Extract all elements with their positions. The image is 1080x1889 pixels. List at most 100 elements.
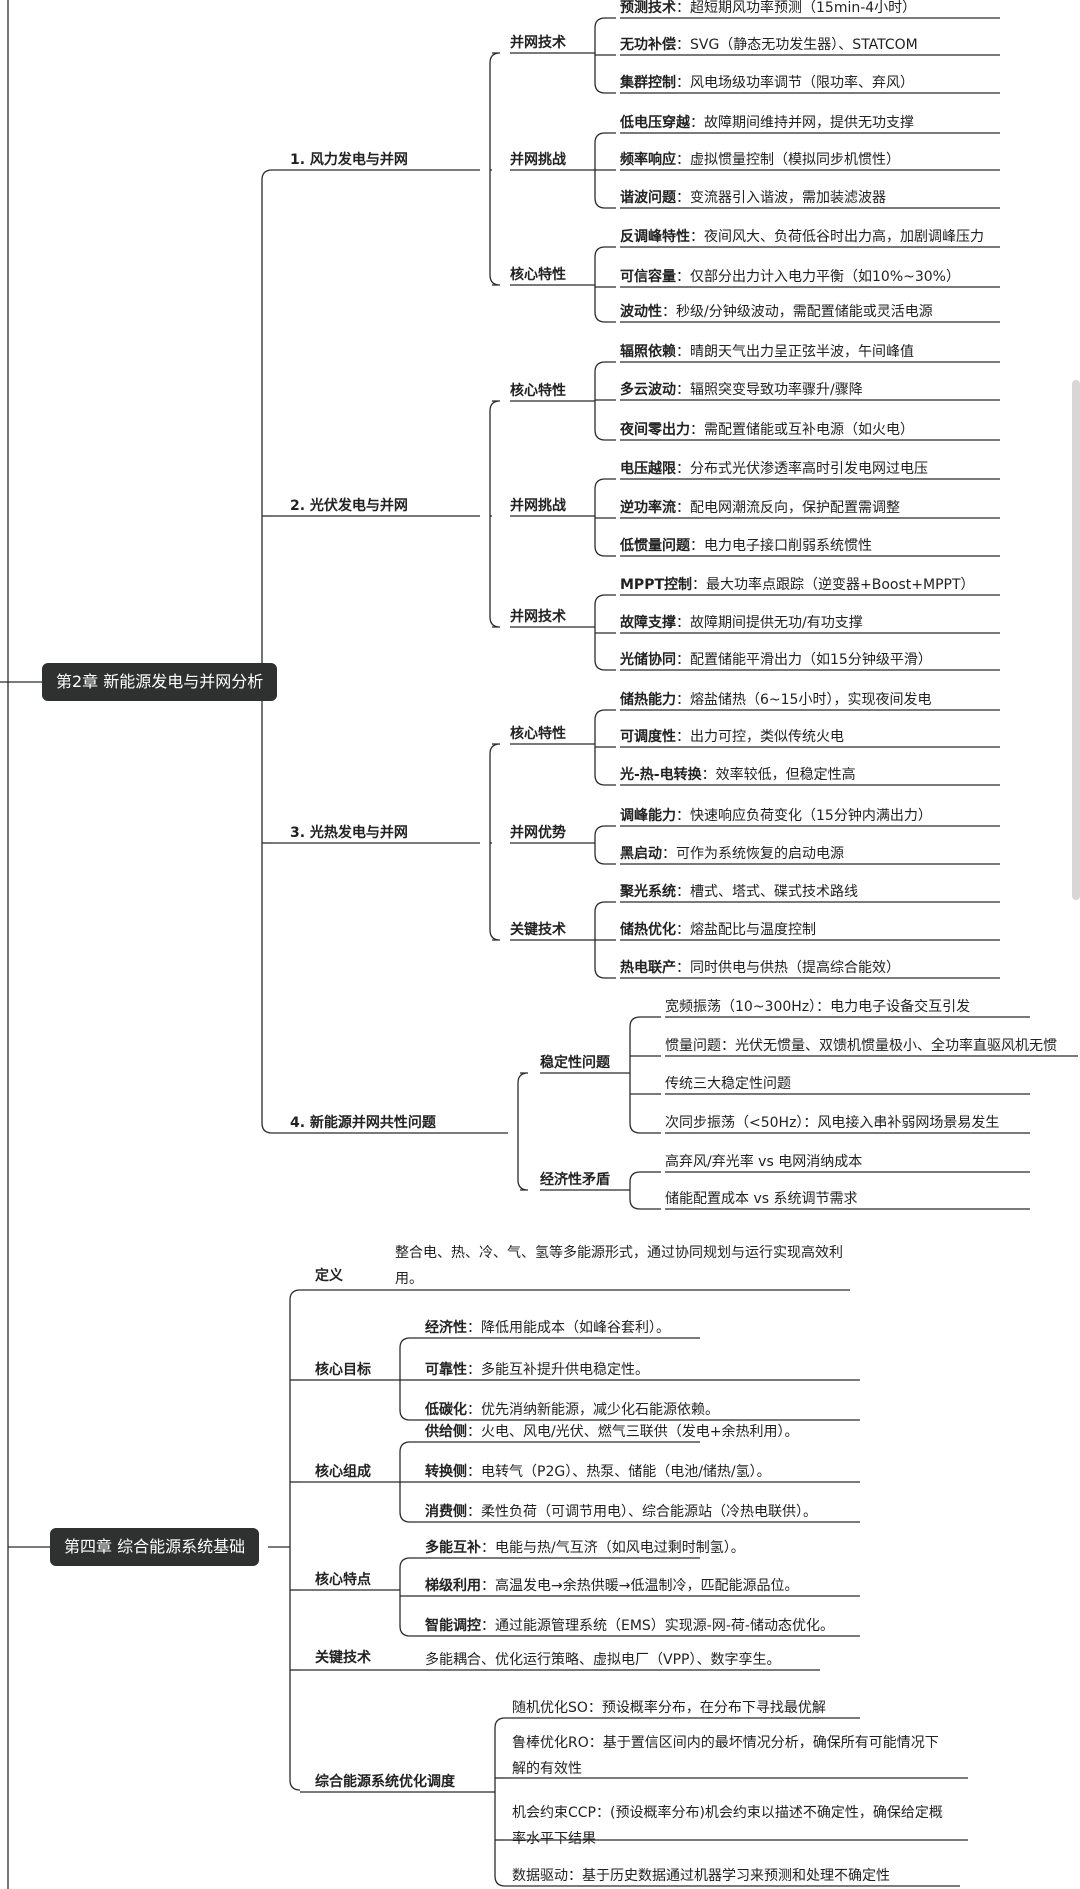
connector [517, 1179, 529, 1191]
leaf-key: 谐波问题 [620, 190, 676, 206]
section-title[interactable]: 4. 新能源并网共性问题 [290, 1113, 436, 1133]
leaf-text: ：分布式光伏渗透率高时引发电网过电压 [676, 461, 928, 477]
group-title-text: 经济性矛盾 [540, 1172, 610, 1188]
leaf-key: 储热能力 [620, 692, 676, 708]
group-title[interactable]: 并网技术 [510, 33, 566, 53]
leaf-item: 夜间零出力：需配置储能或互补电源（如火电） [620, 420, 914, 440]
leaf-item: 无功补偿：SVG（静态无功发生器）、STATCOM [620, 35, 918, 55]
connector [289, 1779, 301, 1791]
leaf-item: 梯级利用：高温发电→余热供暖→低温制冷，匹配能源品位。 [425, 1576, 798, 1596]
connector [594, 246, 616, 258]
group-title[interactable]: 并网优势 [510, 823, 566, 843]
leaf-key: 反调峰特性 [620, 229, 690, 245]
leaf-key: 梯级利用 [425, 1578, 481, 1594]
connector [594, 709, 616, 721]
group-title[interactable]: 核心特性 [510, 265, 566, 285]
leaf-text: ：熔盐储热（6~15小时），实现夜间发电 [676, 692, 932, 708]
optimization-item: 机会约束CCP：(预设概率分布)机会约束以描述不确定性，确保给定概率水平下结果 [512, 1800, 952, 1852]
leaf-text: ：多能互补提升供电稳定性。 [467, 1362, 649, 1378]
leaf-text: 高弃风/弃光率 vs 电网消纳成本 [665, 1154, 863, 1170]
leaf-item: 辐照依赖：晴朗天气出力呈正弦半波，午间峰值 [620, 342, 914, 362]
leaf-item: 谐波问题：变流器引入谐波，需加装滤波器 [620, 188, 886, 208]
connector [594, 311, 616, 323]
leaf-key: 故障支撑 [620, 615, 676, 631]
connector [517, 1072, 529, 1084]
connector [594, 594, 616, 606]
connector [399, 1337, 418, 1349]
section-title[interactable]: 3. 光热发电与并网 [290, 823, 408, 843]
leaf-key: 黑启动 [620, 846, 662, 862]
group-title[interactable]: 关键技术 [510, 920, 566, 940]
connector [261, 169, 273, 181]
group-title-text: 并网挑战 [510, 498, 566, 514]
leaf-text: ：高温发电→余热供暖→低温制冷，匹配能源品位。 [481, 1578, 799, 1594]
section-title[interactable]: 1. 风力发电与并网 [290, 150, 408, 170]
leaf-text: ：可作为系统恢复的启动电源 [662, 846, 844, 862]
leaf-item: 消费侧：柔性负荷（可调节用电）、综合能源站（冷热电联供）。 [425, 1502, 817, 1522]
leaf-text: 传统三大稳定性问题 [665, 1076, 791, 1092]
group-title[interactable]: 稳定性问题 [540, 1053, 610, 1073]
chapter-2-root[interactable]: 第2章 新能源发电与并网分析 [42, 663, 278, 701]
leaf-key: 逆功率流 [620, 500, 676, 516]
group-title[interactable]: 并网挑战 [510, 150, 566, 170]
leaf-key: 经济性 [425, 1320, 467, 1336]
optimization-title-text: 综合能源系统优化调度 [315, 1774, 455, 1790]
leaf-text: ：槽式、塔式、碟式技术路线 [676, 884, 858, 900]
leaf-text: ：最大功率点跟踪（逆变器+Boost+MPPT） [692, 577, 975, 593]
components-title[interactable]: 核心组成 [315, 1462, 371, 1482]
leaf-item: 可靠性：多能互补提升供电稳定性。 [425, 1360, 649, 1380]
group-title-text: 并网技术 [510, 35, 566, 51]
group-title[interactable]: 并网挑战 [510, 496, 566, 516]
connector [594, 17, 616, 29]
leaf-item: 储能配置成本 vs 系统调节需求 [665, 1189, 857, 1209]
leaf-item: MPPT控制：最大功率点跟踪（逆变器+Boost+MPPT） [620, 575, 975, 595]
leaf-key: 波动性 [620, 304, 662, 320]
connector [489, 616, 501, 628]
connector [594, 825, 616, 837]
group-title[interactable]: 核心特性 [510, 724, 566, 744]
group-title[interactable]: 并网技术 [510, 607, 566, 627]
optimization-item-text: 机会约束CCP：(预设概率分布)机会约束以描述不确定性，确保给定概率水平下结果 [512, 1805, 943, 1847]
leaf-key: 聚光系统 [620, 884, 676, 900]
leaf-item: 供给侧：火电、风电/光伏、燃气三联供（发电+余热利用）。 [425, 1422, 798, 1442]
vertical-scrollbar[interactable] [1072, 380, 1080, 900]
optimization-item: 鲁棒优化RO：基于置信区间内的最坏情况分析，确保所有可能情况下解的有效性 [512, 1730, 952, 1782]
connector [399, 1557, 418, 1569]
connector [489, 929, 501, 941]
connector [399, 1409, 418, 1421]
connector [594, 853, 616, 865]
optimization-item: 随机优化SO：预设概率分布，在分布下寻找最优解 [512, 1698, 826, 1718]
leaf-item: 热电联产：同时供电与供热（提高综合能效） [620, 958, 900, 978]
group-title[interactable]: 核心特性 [510, 381, 566, 401]
leaf-item: 传统三大稳定性问题 [665, 1074, 791, 1094]
leaf-item: 频率响应：虚拟惯量控制（模拟同步机惯性） [620, 150, 900, 170]
section-title[interactable]: 2. 光伏发电与并网 [290, 496, 408, 516]
goals-title[interactable]: 核心目标 [315, 1360, 371, 1380]
leaf-key: 光储协同 [620, 652, 676, 668]
leaf-text: ：效率较低，但稳定性高 [701, 767, 856, 783]
leaf-text: ：故障期间提供无功/有功支撑 [676, 615, 863, 631]
optimization-item-text: 鲁棒优化RO：基于置信区间内的最坏情况分析，确保所有可能情况下解的有效性 [512, 1735, 939, 1777]
leaf-text: ：电转气（P2G）、热泵、储能（电池/储热/氢）。 [467, 1464, 771, 1480]
leaf-text: ：辐照突变导致功率骤升/骤降 [676, 382, 863, 398]
leaf-key: 智能调控 [425, 1618, 481, 1634]
features-title[interactable]: 核心特点 [315, 1570, 371, 1590]
optimization-item-text: 数据驱动：基于历史数据通过机器学习来预测和处理不确定性 [512, 1868, 890, 1884]
connector [494, 1717, 506, 1729]
leaf-item: 可信容量：仅部分出力计入电力平衡（如10%~30%） [620, 267, 960, 287]
definition-title[interactable]: 定义 [315, 1266, 343, 1286]
connector [594, 545, 616, 557]
group-title[interactable]: 经济性矛盾 [540, 1170, 610, 1190]
leaf-text: ：虚拟惯量控制（模拟同步机惯性） [676, 152, 900, 168]
optimization-title[interactable]: 综合能源系统优化调度 [315, 1772, 455, 1792]
leaf-item: 经济性：降低用能成本（如峰谷套利）。 [425, 1318, 670, 1338]
leaf-item: 惯量问题：光伏无惯量、双馈机惯量极小、全功率直驱风机无惯 [665, 1036, 1057, 1056]
leaf-text: ：变流器引入谐波，需加装滤波器 [676, 190, 886, 206]
leaf-text: ：配置储能平滑出力（如15分钟级平滑） [676, 652, 932, 668]
chapter-4-root[interactable]: 第四章 综合能源系统基础 [50, 1528, 260, 1566]
leaf-text: ：优先消纳新能源，减少化石能源依赖。 [467, 1402, 719, 1418]
key-tech-title[interactable]: 关键技术 [315, 1648, 371, 1668]
definition-title-text: 定义 [315, 1268, 343, 1284]
